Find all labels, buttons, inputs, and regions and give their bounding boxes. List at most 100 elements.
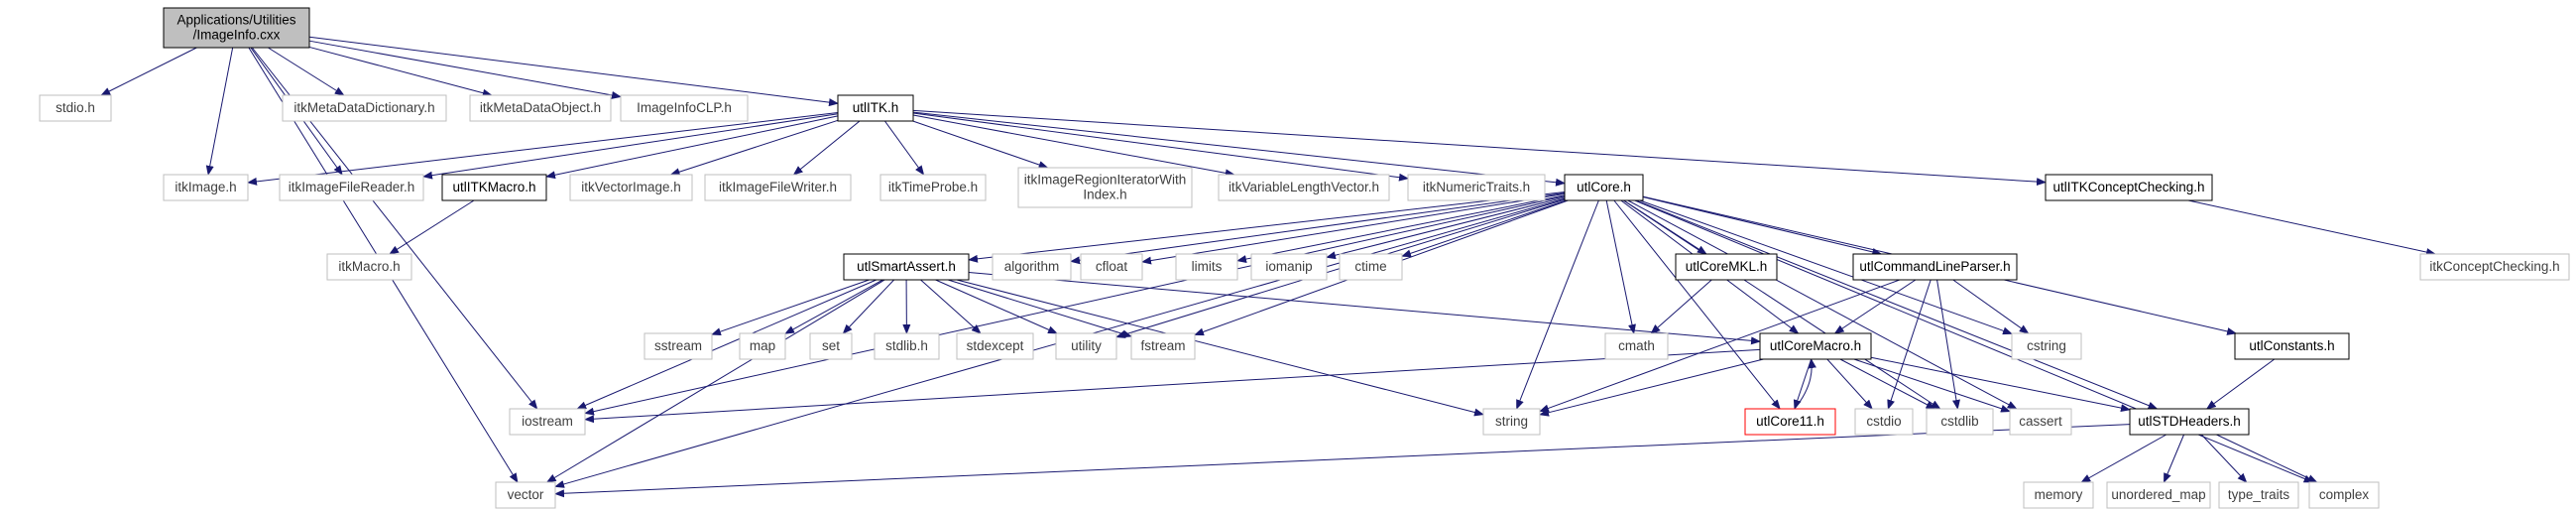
node-utlConstants[interactable]: utlConstants.h [2234, 332, 2350, 360]
node-box-utlSTDHeaders [2129, 408, 2250, 436]
node-sstream: sstream [644, 332, 713, 360]
node-label-utlCommandLineParser: utlCommandLineParser.h [1859, 259, 2010, 274]
node-box-iomanip [1250, 253, 1328, 281]
node-box-itkImage [163, 174, 249, 201]
node-itkImage: itkImage.h [163, 174, 249, 201]
node-utlCore11[interactable]: utlCore11.h [1744, 408, 1836, 436]
node-label-root: Applications/Utilities [176, 13, 295, 28]
edge-utlCoreMKL-to-cmath [1650, 279, 1712, 334]
node-box-utlCommandLineParser [1852, 253, 2018, 281]
node-label-itkImageFileReader: itkImageFileReader.h [289, 180, 415, 194]
node-utlCoreMKL[interactable]: utlCoreMKL.h [1675, 253, 1778, 281]
node-box-itkMacro [326, 253, 412, 281]
edge-root-to-utlITK [308, 36, 839, 107]
node-fstream: fstream [1130, 332, 1196, 360]
edge-root-to-itkMetaDataObject [308, 46, 493, 97]
edge-utlITK-to-utlCore [912, 111, 1566, 187]
edge-utlITK-to-utlITKMacro [545, 115, 839, 180]
edge-utlCoreMacro-to-iostream [584, 348, 1761, 424]
edge-utlCore-to-utlCore11 [1613, 199, 1781, 410]
node-utlSTDHeaders[interactable]: utlSTDHeaders.h [2129, 408, 2250, 436]
edge-utlITK-to-itkImage [247, 112, 839, 186]
node-label-cstdio: cstdio [1866, 414, 1901, 429]
edge-utlSTDHeaders-to-unordered_map [2163, 434, 2185, 483]
edge-utlITK-to-itkVariableLengthVector [912, 114, 1235, 178]
node-label-vector: vector [508, 487, 544, 502]
node-root[interactable]: Applications/Utilities/ImageInfo.cxx [163, 7, 310, 49]
node-label-itkImageFileWriter: itkImageFileWriter.h [719, 180, 837, 194]
node-box-type_traits [2218, 481, 2299, 509]
node-label-string: string [1495, 414, 1528, 429]
node-utlCommandLineParser[interactable]: utlCommandLineParser.h [1852, 253, 2018, 281]
edge-utlCoreMacro-to-string [1539, 358, 1764, 417]
node-box-utlITKMacro [441, 174, 547, 201]
node-box-ctime [1339, 253, 1403, 281]
node-utlITK[interactable]: utlITK.h [837, 94, 914, 122]
node-box-complex [2308, 481, 2380, 509]
node-box-itkConceptChecking [2419, 253, 2570, 281]
node-label-unordered_map: unordered_map [2111, 487, 2205, 502]
node-label-cassert: cassert [2019, 414, 2062, 429]
node-box-limits [1175, 253, 1238, 281]
node-label-type_traits: type_traits [2228, 487, 2290, 502]
node-cstring: cstring [2011, 332, 2082, 360]
node-box-cstring [2011, 332, 2082, 360]
node-limits: limits [1175, 253, 1238, 281]
edge-utlITK-to-utlITKConceptChecking [912, 109, 2047, 187]
edge-utlITK-to-itkImageRegionIteratorWithIndex [912, 120, 1049, 169]
node-label-cmath: cmath [1618, 338, 1655, 353]
node-label-cfloat: cfloat [1096, 259, 1128, 274]
node-box-cstdlib [1926, 408, 1994, 436]
node-box-iostream [509, 408, 586, 436]
node-box-utlCoreMacro [1759, 332, 1872, 360]
node-box-vector [495, 481, 556, 509]
node-label-map: map [750, 338, 775, 353]
edge-utlCore-to-cassert [1627, 199, 2018, 410]
node-utlITKMacro[interactable]: utlITKMacro.h [441, 174, 547, 201]
node-itkMetaDataDictionary: itkMetaDataDictionary.h [282, 94, 447, 122]
node-unordered_map: unordered_map [2106, 481, 2211, 509]
node-cmath: cmath [1604, 332, 1669, 360]
node-label-utlCoreMacro: utlCoreMacro.h [1770, 338, 1861, 353]
node-utlCoreMacro[interactable]: utlCoreMacro.h [1759, 332, 1872, 360]
edge-utlCore-to-complex [1634, 199, 2314, 483]
edge-utlITK-to-itkVectorImage [669, 119, 839, 177]
node-utlITKConceptChecking[interactable]: utlITKConceptChecking.h [2045, 174, 2213, 201]
node-itkImageFileWriter: itkImageFileWriter.h [704, 174, 852, 201]
node-label-itkVectorImage: itkVectorImage.h [581, 180, 681, 194]
node-box-itkMetaDataObject [469, 94, 612, 122]
edge-root-to-itkMetaDataDictionary [268, 47, 345, 96]
edge-utlSmartAssert-to-set [842, 279, 895, 334]
edge-utlSTDHeaders-to-complex [2216, 434, 2318, 483]
node-map: map [739, 332, 786, 360]
node-label-utlSTDHeaders: utlSTDHeaders.h [2138, 414, 2241, 429]
edge-utlITKMacro-to-itkMacro [389, 199, 475, 255]
edge-utlCore-to-cmath [1605, 199, 1636, 334]
node-cstdlib: cstdlib [1926, 408, 1994, 436]
node-label-itkConceptChecking: itkConceptChecking.h [2429, 259, 2559, 274]
node-label-utlSmartAssert: utlSmartAssert.h [857, 259, 956, 274]
edge-utlCommandLineParser-to-cstdio [1887, 279, 1932, 410]
edge-utlCore-to-iostream [584, 195, 1566, 416]
edge-utlConstants-to-utlSTDHeaders [2205, 358, 2276, 410]
node-box-root [163, 7, 310, 49]
edge-utlCore-to-utlSmartAssert [968, 191, 1566, 263]
edge-utlCoreMacro-to-cstdlib [1839, 358, 1936, 410]
edge-utlITK-to-itkImageFileReader [422, 113, 839, 180]
edge-utlCommandLineParser-to-utlCoreMacro [1833, 279, 1917, 334]
node-iomanip: iomanip [1250, 253, 1328, 281]
node-set: set [809, 332, 853, 360]
node-utlSmartAssert[interactable]: utlSmartAssert.h [843, 253, 970, 281]
node-label-algorithm: algorithm [1004, 259, 1060, 274]
node-box-utlITK [837, 94, 914, 122]
node-box-stdexcept [956, 332, 1034, 360]
edge-utlCore-to-utlCommandLineParser [1642, 195, 1883, 256]
node-itkConceptChecking: itkConceptChecking.h [2419, 253, 2570, 281]
edge-utlCoreMacro-to-cassert [1853, 358, 2011, 413]
node-label-utlCore: utlCore.h [1577, 180, 1631, 194]
node-box-utlITKConceptChecking [2045, 174, 2213, 201]
node-utlCore[interactable]: utlCore.h [1564, 174, 1644, 201]
node-label-utlCoreMKL: utlCoreMKL.h [1686, 259, 1768, 274]
node-algorithm: algorithm [992, 253, 1072, 281]
node-label-stdlib_h: stdlib.h [885, 338, 928, 353]
